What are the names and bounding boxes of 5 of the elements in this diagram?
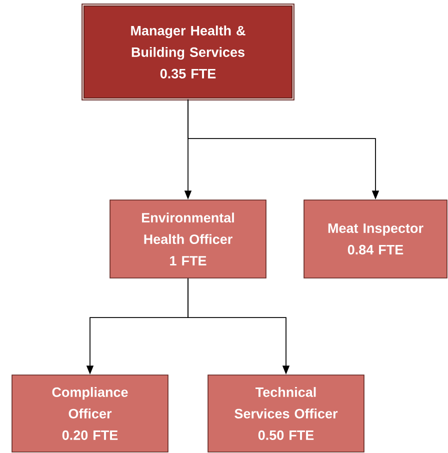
staff-box: Environmental Health Officer 1 FTE [110,200,266,278]
staff-box: Meat Inspector 0.84 FTE [304,200,448,278]
staff-box: Technical Services Officer 0.50 FTE [208,374,364,452]
manager-box: Manager Health & Building Services 0.35 FTE [82,4,294,100]
staff-box: Compliance Officer 0.20 FTE [12,374,168,452]
